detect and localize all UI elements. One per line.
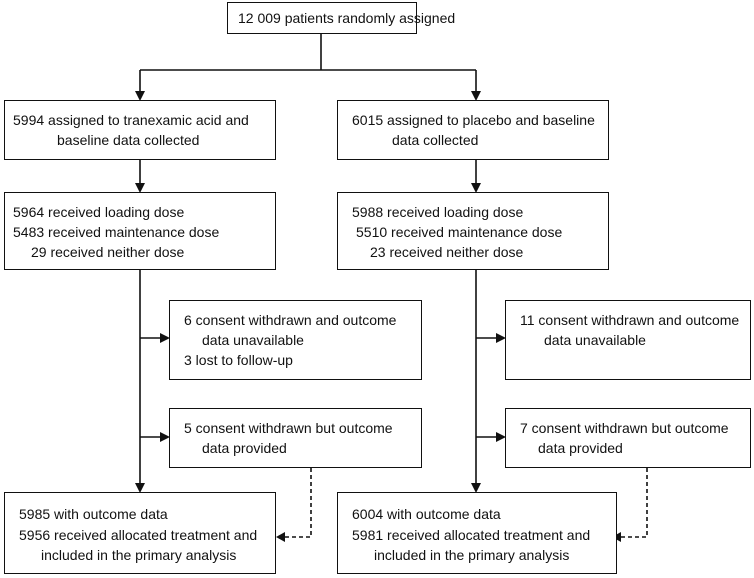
placebo-dose-line-1: 5988 received loading dose [352, 204, 524, 220]
tranexamic-assigned-line-1: 5994 assigned to tranexamic acid and [13, 112, 249, 128]
tranexamic-assigned-box: 5994 assigned to tranexamic acid and bas… [4, 100, 276, 160]
placebo-outcome-line-2: 5981 received allocated treatment and [352, 527, 591, 543]
dashed-right-return [620, 468, 648, 538]
tranexamic-dose-line-1: 5964 received loading dose [13, 204, 185, 220]
tranexamic-excluded1-line-3: 3 lost to follow-up [184, 352, 293, 368]
tranexamic-excluded1-box: 6 consent withdrawn and outcome data una… [169, 300, 422, 380]
placebo-dose-box: 5988 received loading dose 5510 received… [337, 192, 609, 270]
placebo-excluded1-box: 11 consent withdrawn and outcome data un… [505, 300, 751, 380]
tranexamic-excluded2-line-1: 5 consent withdrawn but outcome [184, 420, 393, 436]
placebo-dose-line-3: 23 received neither dose [370, 244, 524, 260]
tranexamic-outcome-box: 5985 with outcome data 5956 received all… [4, 492, 276, 574]
placebo-dose-line-2: 5510 received maintenance dose [356, 224, 563, 240]
placebo-excluded2-line-2: data provided [538, 440, 623, 456]
placebo-assigned-line-2: data collected [392, 132, 479, 148]
randomization-box: 12 009 patients randomly assigned [227, 2, 455, 34]
placebo-excluded1-line-2: data unavailable [544, 332, 646, 348]
tranexamic-dose-line-2: 5483 received maintenance dose [13, 224, 220, 240]
tranexamic-outcome-line-3: included in the primary analysis [41, 547, 237, 563]
placebo-assigned-box: 6015 assigned to placebo and baseline da… [337, 100, 609, 160]
tranexamic-outcome-line-2: 5956 received allocated treatment and [19, 527, 258, 543]
tranexamic-outcome-line-1: 5985 with outcome data [19, 506, 168, 522]
tranexamic-excluded1-line-1: 6 consent withdrawn and outcome [184, 312, 397, 328]
dashed-left-arrowhead [276, 532, 285, 542]
placebo-outcome-box: 6004 with outcome data 5981 received all… [337, 492, 617, 574]
placebo-excluded2-box: 7 consent withdrawn but outcome data pro… [505, 408, 751, 468]
tranexamic-dose-line-3: 29 received neither dose [31, 244, 185, 260]
randomization-text: 12 009 patients randomly assigned [238, 10, 456, 26]
tranexamic-excluded2-box: 5 consent withdrawn but outcome data pro… [169, 408, 422, 468]
tranexamic-dose-box: 5964 received loading dose 5483 received… [4, 192, 276, 270]
tranexamic-excluded2-line-2: data provided [202, 440, 287, 456]
placebo-outcome-line-1: 6004 with outcome data [352, 506, 501, 522]
placebo-excluded1-line-1: 11 consent withdrawn and outcome [520, 312, 740, 328]
tranexamic-assigned-line-2: baseline data collected [57, 132, 200, 148]
placebo-outcome-line-3: included in the primary analysis [374, 547, 570, 563]
tranexamic-excluded1-line-2: data unavailable [202, 332, 304, 348]
dashed-left-return [284, 468, 312, 538]
placebo-assigned-line-1: 6015 assigned to placebo and baseline [352, 112, 595, 128]
placebo-excluded2-line-1: 7 consent withdrawn but outcome [520, 420, 729, 436]
